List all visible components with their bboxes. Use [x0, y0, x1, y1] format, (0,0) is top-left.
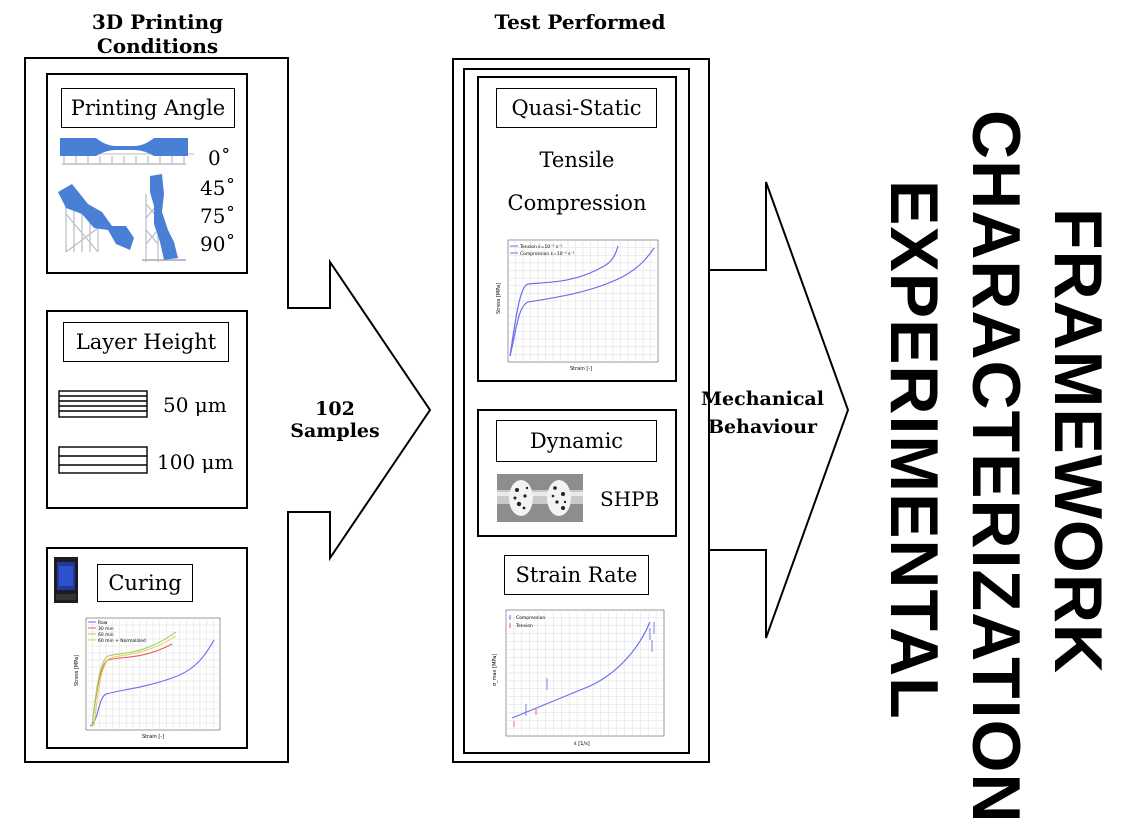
specimen-90deg — [142, 174, 186, 262]
qs-curve-tension — [509, 245, 619, 357]
qs-legend-tension: Tension ε̇=10⁻³ s⁻¹ — [519, 244, 562, 250]
sr-ylabel: σ_max [MPa] — [492, 654, 498, 686]
specimen-0deg — [60, 138, 194, 165]
samples-label: 102 Samples — [290, 398, 380, 442]
qs-curve-compression — [509, 247, 655, 357]
quasi-static-title: Quasi-Static — [496, 88, 657, 128]
curing-curve-60min-norm — [93, 635, 177, 727]
strain-rate-chart: Compression Tension ε̇ [1/s] σ_max [MPa] — [492, 609, 665, 747]
curing-legend-30min: 30 min — [98, 626, 114, 632]
curing-legend-60min-normalized: 60 min + Normalized — [98, 638, 146, 644]
curing-title: Curing — [97, 564, 193, 602]
qs-legend-compression: Compression ε̇=10⁻³ s⁻¹ — [520, 251, 575, 257]
qs-ylabel: Stress [MPa] — [496, 283, 502, 314]
mechanical-line2: Behaviour — [707, 416, 818, 438]
specimen-45deg — [58, 184, 134, 253]
layer-50um-label: 50 μm — [163, 393, 227, 417]
curing-ylabel: Stress [MPa] — [74, 655, 80, 686]
strain-rate-chart-grid — [505, 609, 665, 737]
sr-curve — [511, 621, 651, 719]
quasi-static-compression: Compression — [507, 191, 647, 215]
curing-chart-curves — [89, 631, 215, 727]
curing-legend-60min: 60 min — [98, 632, 114, 638]
curing-oven-icon — [54, 557, 78, 603]
angle-75: 75˚ — [200, 204, 236, 228]
quasi-static-chart: Tension ε̇=10⁻³ s⁻¹ Compression ε̇=10⁻³ … — [496, 239, 659, 372]
framework-title-line2: CHARACTERIZATION — [958, 110, 1034, 824]
layer-50um-icon — [58, 390, 148, 418]
angle-45: 45˚ — [200, 176, 236, 200]
curing-chart: Raw 30 min 60 min 60 min + Normalized St… — [74, 617, 221, 740]
sr-legend-tension: Tension — [515, 623, 533, 629]
layer-100um-icon — [58, 446, 148, 474]
strain-rate-title: Strain Rate — [504, 555, 649, 595]
shpb-speckle-sample-right — [547, 480, 571, 516]
shpb-speckle-sample-left — [509, 480, 533, 516]
dynamic-title: Dynamic — [496, 420, 657, 462]
framework-title-line3: FRAMEWORK — [1040, 208, 1116, 675]
mechanical-line1: Mechanical — [701, 388, 824, 410]
angle-0: 0˚ — [208, 146, 231, 170]
printed-specimens-illustration — [58, 138, 194, 262]
shpb-sample-photo — [497, 474, 583, 522]
curing-legend: Raw 30 min 60 min 60 min + Normalized — [88, 620, 146, 644]
curing-xlabel: Strain [-] — [142, 734, 164, 740]
sr-xlabel: ε̇ [1/s] — [574, 741, 590, 747]
arrow-outlines — [24, 57, 850, 763]
qs-xlabel: Strain [-] — [570, 366, 592, 372]
heading-test-performed: Test Performed — [494, 10, 666, 34]
framework-title-line1: EXPERIMENTAL — [876, 180, 952, 720]
curing-curve-raw — [89, 639, 215, 727]
layer-100um-label: 100 μm — [157, 450, 234, 474]
curing-chart-grid — [85, 617, 221, 731]
angle-90: 90˚ — [200, 232, 236, 256]
sr-legend-compression: Compression — [516, 615, 545, 621]
shpb-label: SHPB — [600, 487, 660, 511]
strain-rate-chart-curves — [511, 621, 655, 727]
quasi-static-tensile: Tensile — [539, 148, 615, 172]
curing-legend-raw: Raw — [98, 620, 108, 626]
heading-printing-conditions: 3D Printing Conditions — [91, 10, 224, 58]
quasi-static-legend: Tension ε̇=10⁻³ s⁻¹ Compression ε̇=10⁻³ … — [510, 244, 575, 257]
quasi-static-chart-grid — [507, 239, 659, 363]
layer-height-title: Layer Height — [63, 322, 229, 362]
mechanical-behaviour-label: Mechanical Behaviour — [700, 385, 825, 441]
printing-angle-title: Printing Angle — [61, 88, 235, 128]
left-arrow-outline — [24, 57, 432, 763]
strain-rate-legend: Compression Tension — [509, 615, 545, 629]
right-arrow-outline — [709, 181, 850, 639]
curing-curve-60min — [91, 631, 177, 727]
quasi-static-chart-curves — [509, 245, 655, 357]
